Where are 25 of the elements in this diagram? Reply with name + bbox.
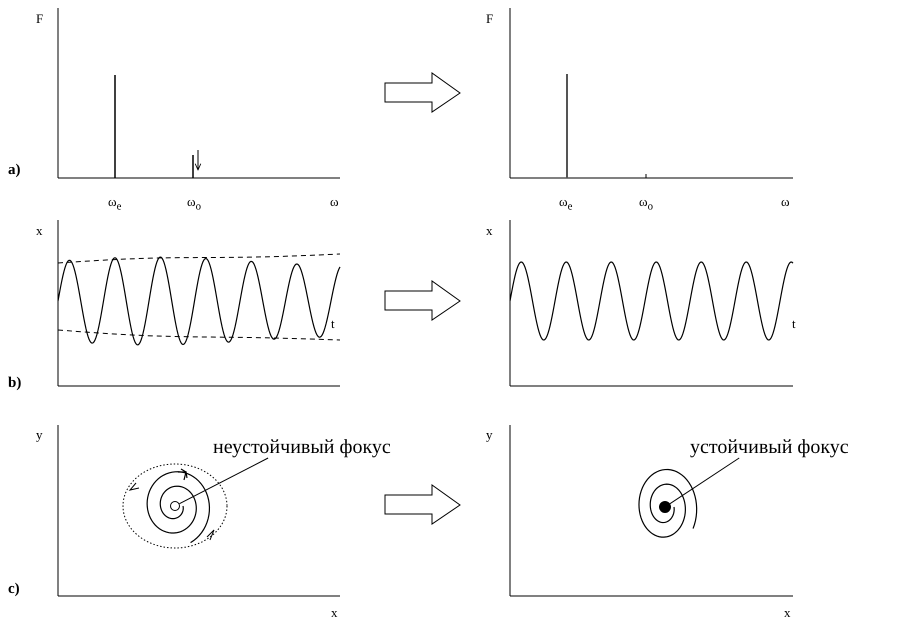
axis-label: ω$_{e}$ (559, 195, 572, 212)
axis-label: t (331, 317, 335, 330)
axis-label: x (331, 606, 338, 619)
axis-label: ω (330, 195, 339, 208)
focus-point (170, 501, 180, 511)
axis-label: x (784, 606, 790, 619)
axis-label: ω$_{o}$ (187, 195, 201, 212)
axis-label: x (36, 224, 42, 237)
annotation-text: неустойчивый фокус (213, 436, 391, 458)
panel-label: c) (8, 582, 20, 597)
axis-label: ω$_{o}$ (639, 195, 653, 212)
axis-label: ω$_{e}$ (108, 195, 122, 212)
axis-label: ω (781, 195, 790, 208)
panel-label: a) (8, 163, 20, 178)
axis-label: t (792, 317, 796, 330)
axis-label: F (486, 12, 494, 25)
axis-label: x (486, 224, 492, 237)
axis-label: y (486, 428, 492, 441)
leader-line (178, 458, 269, 504)
focus-point (659, 501, 671, 513)
leader-line (670, 458, 740, 504)
axis-label: F (36, 12, 44, 25)
panel-label: b) (8, 376, 22, 391)
annotation-text: устойчивый фокус (690, 436, 849, 458)
axis-label: y (36, 428, 42, 441)
